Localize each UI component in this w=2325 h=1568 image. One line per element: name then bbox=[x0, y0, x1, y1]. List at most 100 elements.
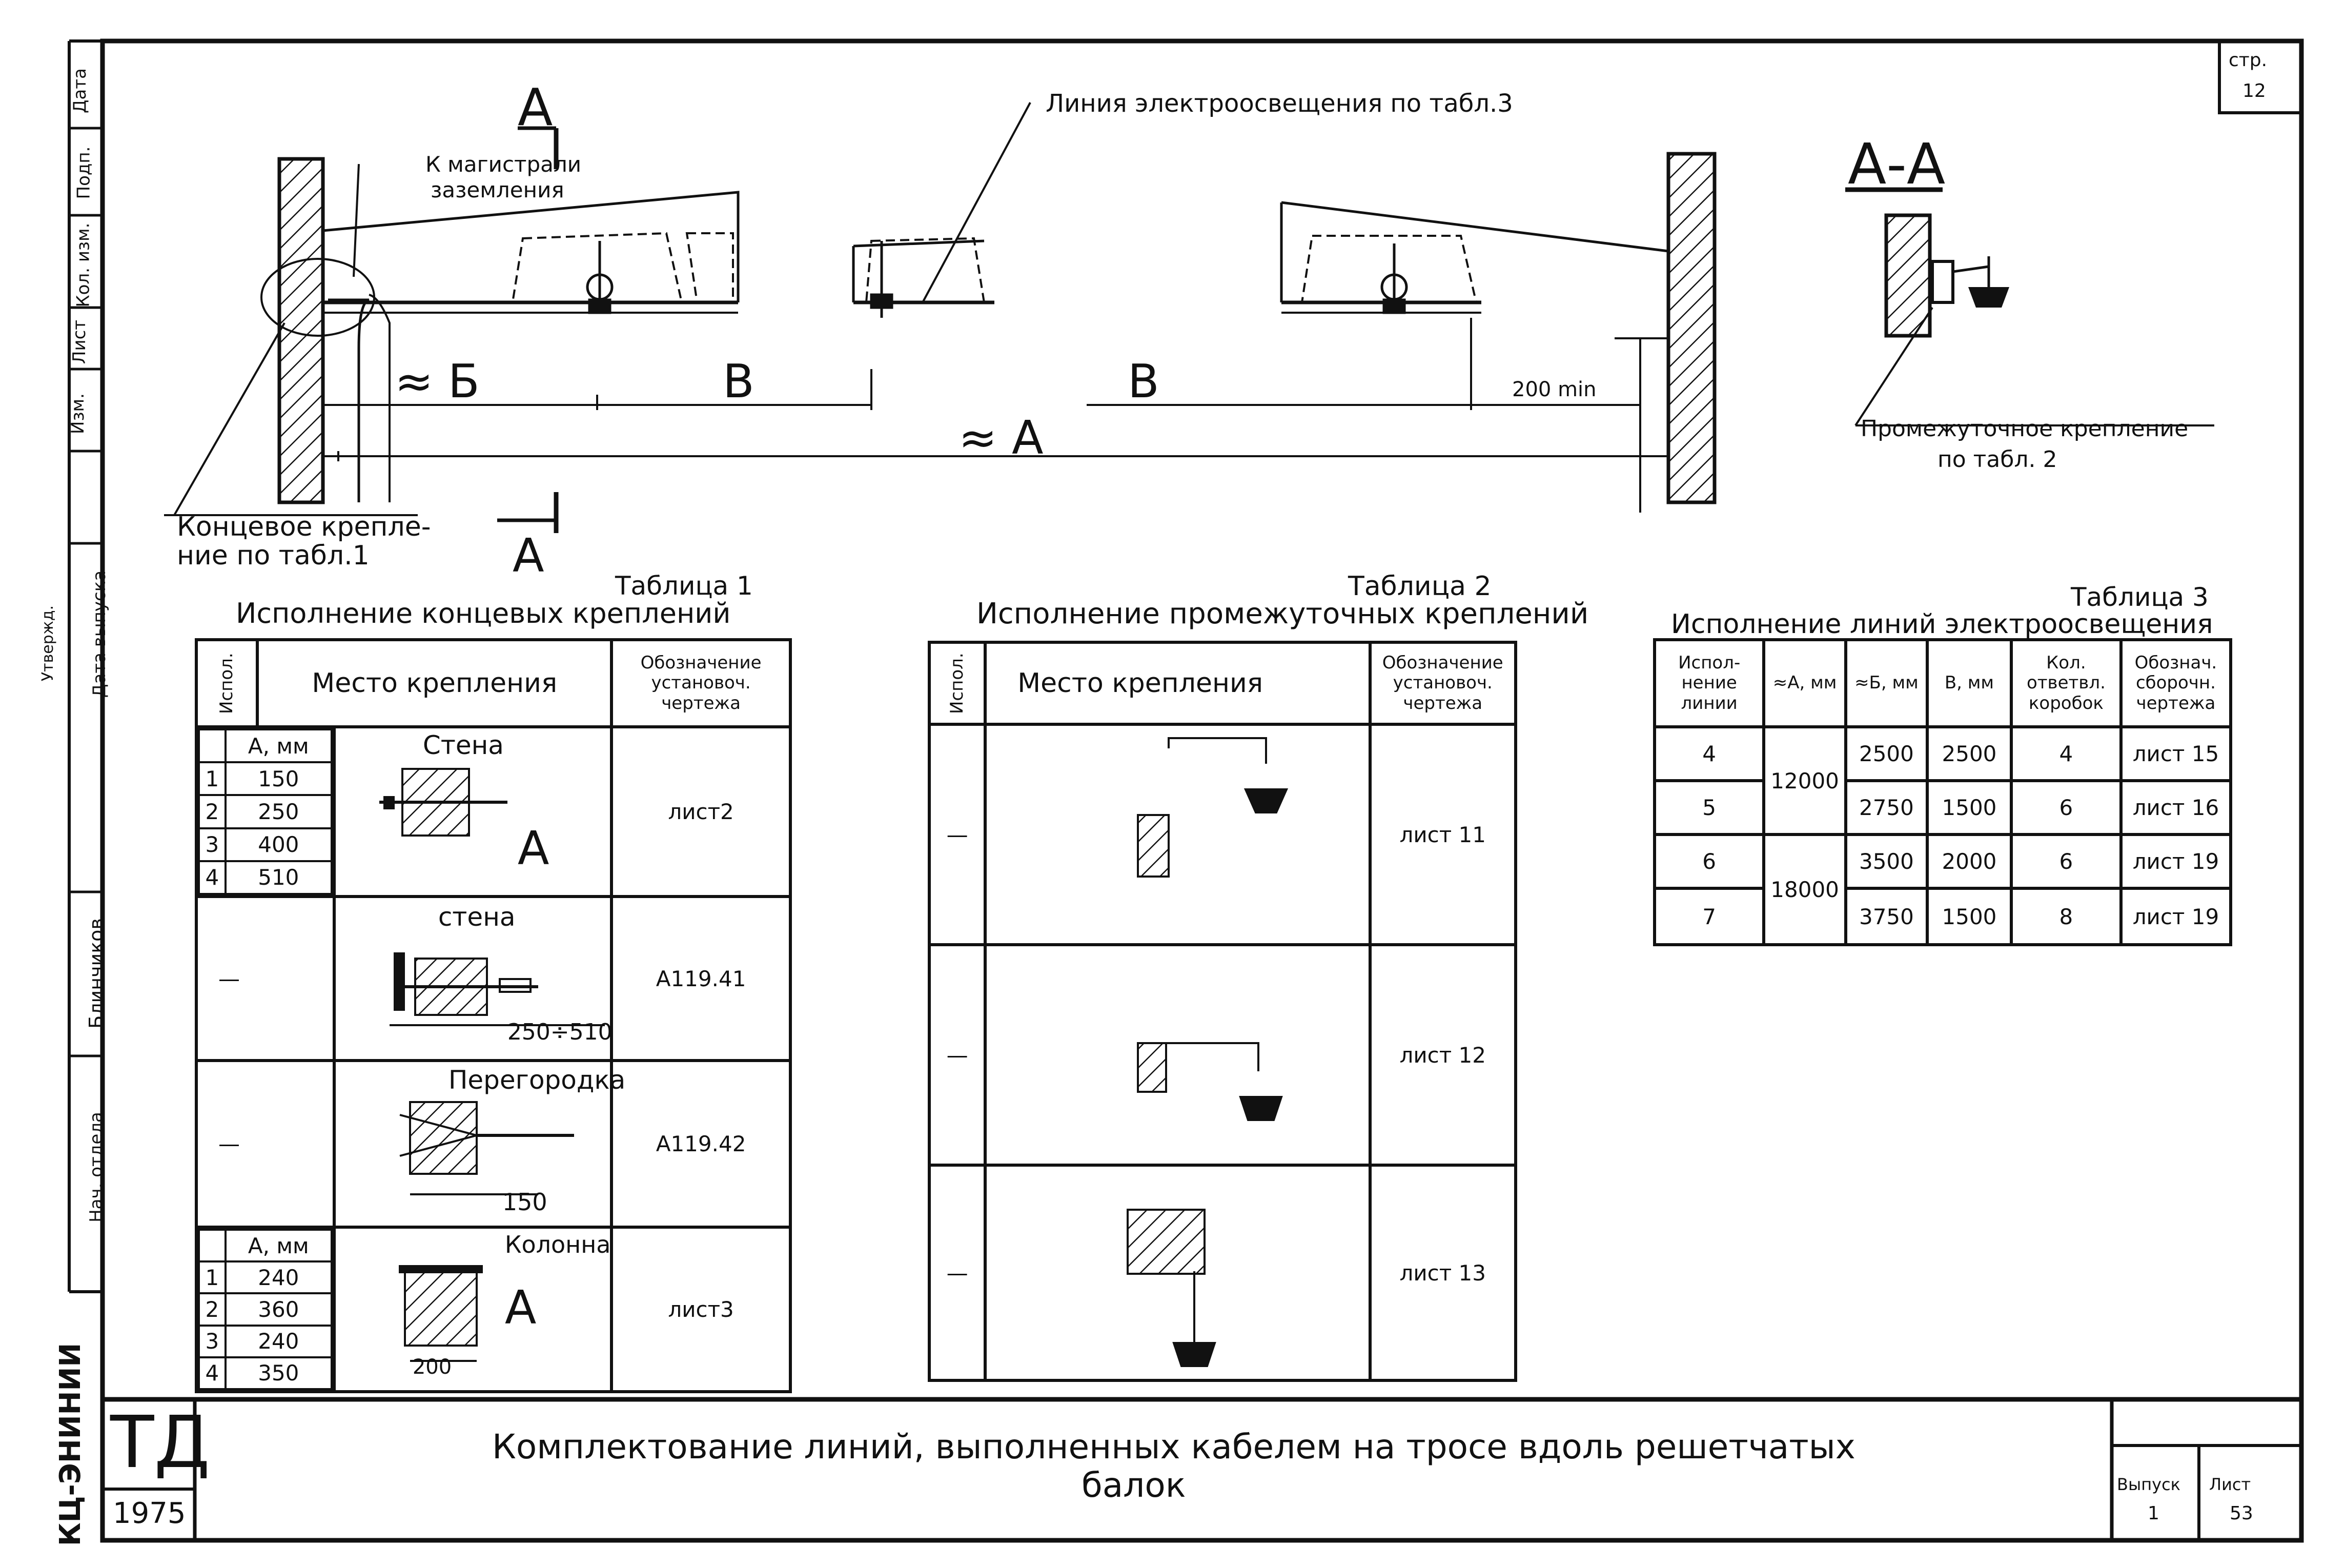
stamp-code: ТД bbox=[110, 1401, 210, 1484]
end-fix-label-2: ние по табл.1 bbox=[177, 540, 370, 571]
table2-r1-exec: — bbox=[927, 723, 987, 946]
left-wall bbox=[277, 157, 325, 504]
table1-r1-place: Стена bbox=[422, 730, 504, 760]
margin-approved: Утвержд. bbox=[39, 605, 57, 682]
line-label: Линия электроосвещения по табл.3 bbox=[1046, 89, 1513, 118]
table3-r2-draw: лист 16 bbox=[2119, 779, 2233, 836]
table3-head-draw: Обознач. сборочн. чертежа bbox=[2119, 638, 2233, 728]
page-label: стр. bbox=[2229, 50, 2268, 71]
table1-r1-dim-a: А bbox=[517, 822, 549, 875]
table3-r2-exec: 5 bbox=[1653, 779, 1766, 836]
table3-head-exec: Испол- нение линии bbox=[1653, 638, 1766, 728]
table1-r2-draw: А119.41 bbox=[610, 895, 792, 1062]
table1-r1-header: А, мм bbox=[224, 728, 333, 764]
table3-a-group1: 12000 bbox=[1762, 725, 1847, 836]
table3-r4-v: 1500 bbox=[1925, 887, 2013, 946]
table2-r3-draw: лист 13 bbox=[1368, 1164, 1517, 1382]
margin-sheet: Лист bbox=[69, 319, 90, 364]
table3-r1-n: 4 bbox=[2009, 725, 2123, 782]
table3-r1-b: 2500 bbox=[1844, 725, 1929, 782]
table1-r4-n4: 4 bbox=[198, 1356, 227, 1391]
section-mark-a-top: А bbox=[518, 77, 553, 137]
sheet-frame bbox=[100, 38, 2304, 1543]
table1-r3-dim: 150 bbox=[502, 1188, 547, 1216]
table1-r1-draw: лист2 bbox=[610, 725, 792, 898]
end-fix-label-1: Концевое крепле- bbox=[177, 512, 431, 542]
table3-r1-exec: 4 bbox=[1653, 725, 1766, 782]
table1-r4-a4: 350 bbox=[224, 1356, 333, 1391]
table1-r1-a3: 400 bbox=[224, 827, 333, 862]
table1-r1-a4: 510 bbox=[224, 860, 333, 895]
ground-detail-circle bbox=[260, 258, 375, 337]
table2-head-exec: Испол. bbox=[929, 642, 986, 724]
table1-r4-n2: 2 bbox=[198, 1292, 227, 1327]
stamp-year: 1975 bbox=[113, 1497, 186, 1530]
issue-value: 1 bbox=[2148, 1503, 2159, 1524]
table2-r2-draw: лист 12 bbox=[1368, 943, 1517, 1167]
table1-r1-n2: 2 bbox=[198, 794, 227, 829]
table2-caption: Таблица 2 bbox=[1348, 571, 1492, 602]
section-aa-title: А-А bbox=[1848, 131, 1946, 197]
table1-r3-place: Перегородка bbox=[448, 1065, 626, 1095]
table3-r3-exec: 6 bbox=[1653, 833, 1766, 890]
dim-v1: В bbox=[723, 355, 754, 409]
table1-r1-n3: 3 bbox=[198, 827, 227, 862]
table1-r4-n3: 3 bbox=[198, 1324, 227, 1358]
right-wall bbox=[1666, 152, 1717, 504]
table3-r1-v: 2500 bbox=[1925, 725, 2013, 782]
table2-title: Исполнение промежуточных креплений bbox=[976, 597, 1589, 630]
dim-a: ≈ А bbox=[958, 411, 1044, 465]
table1-r1-n4: 4 bbox=[198, 860, 227, 895]
table3-head-a: ≈А, мм bbox=[1762, 638, 1847, 728]
table1-r1-a1: 150 bbox=[224, 761, 333, 797]
table2: Испол. Место крепления Обозначение устан… bbox=[927, 641, 1517, 1382]
margin-issue-date: Дата выпуска bbox=[89, 570, 110, 698]
table3: Испол- нение линии ≈А, мм ≈Б, мм В, мм К… bbox=[1653, 638, 2233, 946]
table1-head-place: Место крепления bbox=[256, 638, 614, 728]
table1-r4-dim-a: А bbox=[504, 1281, 537, 1335]
table2-r3-exec: — bbox=[927, 1164, 987, 1382]
table1-r4-dim: 200 bbox=[412, 1355, 452, 1379]
table1: Испол. Место крепления Обозначение устан… bbox=[195, 638, 792, 1393]
table3-r3-v: 2000 bbox=[1925, 833, 2013, 890]
section-mark-a-bottom: А bbox=[513, 529, 544, 583]
table3-r4-exec: 7 bbox=[1653, 887, 1766, 946]
ground-label-1: К магистрали bbox=[425, 152, 582, 177]
table1-r4-n1: 1 bbox=[198, 1260, 227, 1295]
table1-title: Исполнение концевых креплений bbox=[236, 597, 731, 629]
mid-fix-label-2: по табл. 2 bbox=[1938, 446, 2057, 473]
margin-sign: Подп. bbox=[73, 146, 94, 199]
table1-r4-a1: 240 bbox=[224, 1260, 333, 1295]
table3-head-count: Кол. ответвл. коробок bbox=[2009, 638, 2123, 728]
table1-r4-a3: 240 bbox=[224, 1324, 333, 1358]
table1-r1-n1: 1 bbox=[198, 761, 227, 797]
margin-date: Дата bbox=[70, 68, 91, 114]
table3-r2-v: 1500 bbox=[1925, 779, 2013, 836]
drawing-title-line2: балок bbox=[1082, 1465, 1186, 1505]
table3-a-group2: 18000 bbox=[1762, 833, 1847, 946]
table3-r3-draw: лист 19 bbox=[2119, 833, 2233, 890]
margin-qty: Кол. изм. bbox=[73, 222, 94, 308]
table1-caption: Таблица 1 bbox=[615, 571, 753, 601]
sheet-value: 53 bbox=[2230, 1503, 2253, 1524]
table1-head-draw: Обозначение установоч. чертежа bbox=[610, 638, 792, 728]
table3-r3-b: 3500 bbox=[1844, 833, 1929, 890]
margin-dept: Нач. отдела bbox=[86, 1112, 107, 1223]
table3-title: Исполнение линий электроосвещения bbox=[1671, 609, 2213, 640]
margin-author: Блинчиков bbox=[85, 918, 108, 1029]
table1-r2-exec: — bbox=[195, 895, 336, 1062]
table1-r4-a2: 360 bbox=[224, 1292, 333, 1327]
table1-r2-place: стена bbox=[438, 902, 516, 932]
table3-r4-n: 8 bbox=[2009, 887, 2123, 946]
issue-label: Выпуск bbox=[2117, 1475, 2180, 1494]
sheet-label: Лист bbox=[2209, 1475, 2251, 1494]
table3-head-b: ≈Б, мм bbox=[1844, 638, 1929, 728]
table2-head-draw: Обозначение установоч. чертежа bbox=[1368, 641, 1517, 726]
table3-caption: Таблица 3 bbox=[2071, 582, 2209, 612]
table3-r1-draw: лист 15 bbox=[2119, 725, 2233, 782]
table1-r4-header: А, мм bbox=[224, 1228, 333, 1263]
table3-r4-b: 3750 bbox=[1844, 887, 1929, 946]
page-number: 12 bbox=[2242, 80, 2266, 101]
stamp-org: КЦ-ЭНИНИИ bbox=[54, 1342, 88, 1546]
mid-fix-label-1: Промежуточное крепление bbox=[1861, 416, 2189, 442]
